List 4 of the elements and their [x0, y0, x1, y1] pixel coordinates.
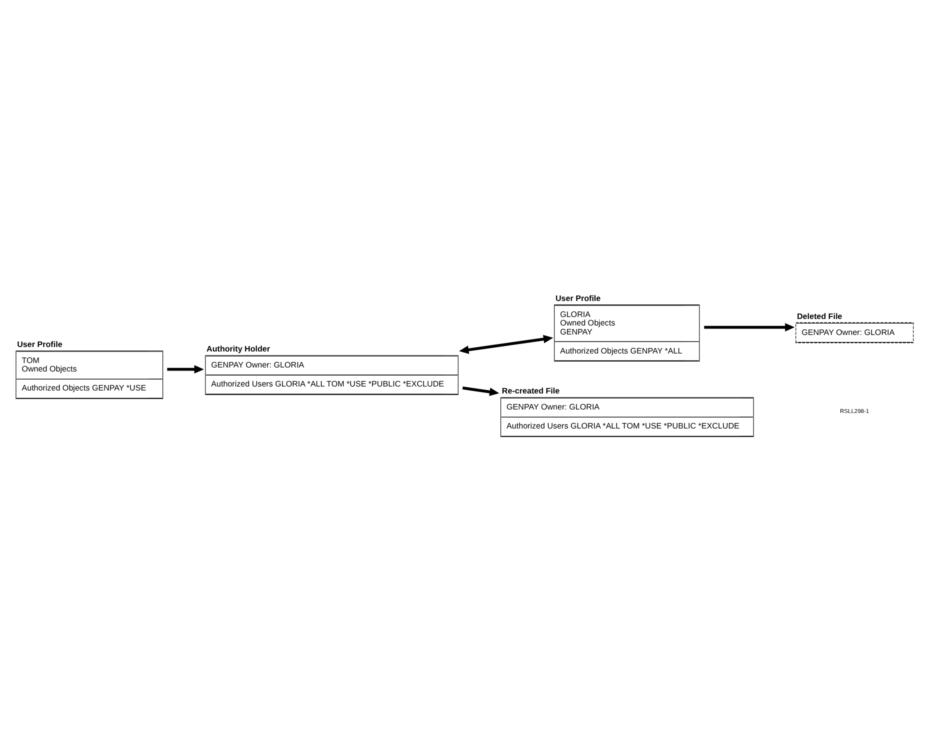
- arrow: [167, 365, 204, 374]
- arrow: [704, 323, 795, 332]
- arrow: [462, 386, 500, 396]
- arrow: [459, 334, 554, 354]
